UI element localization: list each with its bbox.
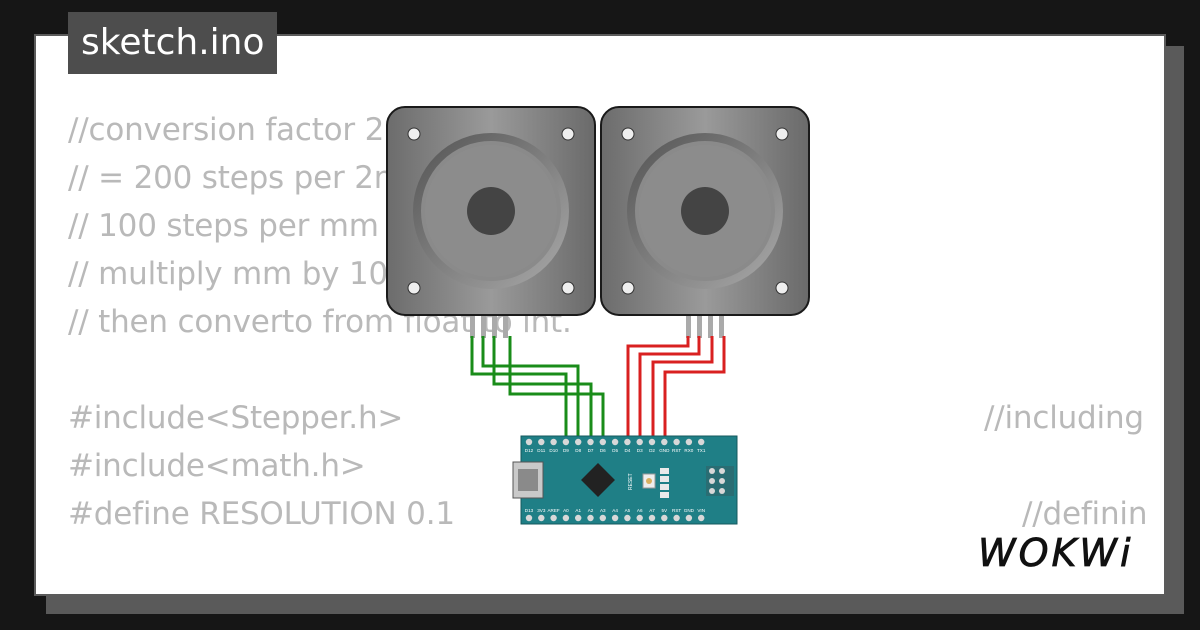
pin-a3[interactable] [599, 514, 606, 522]
pin-d4[interactable] [624, 438, 631, 446]
pin-aref[interactable] [550, 514, 557, 522]
pin-label: D8 [575, 448, 581, 453]
pin-label: 5V [661, 508, 668, 513]
pin-d7[interactable] [587, 438, 594, 446]
pin-d9[interactable] [562, 438, 570, 446]
pin-tx1[interactable] [698, 438, 705, 446]
pin-label: D6 [600, 448, 606, 453]
code-line: // then converto from float to int. [68, 298, 1164, 346]
pin-label: GND [659, 448, 670, 453]
file-tab-label: sketch.ino [81, 22, 265, 63]
code-line-text: #include<Stepper.h> [68, 400, 404, 436]
pin-label: A3 [600, 508, 606, 513]
pin-label: A4 [612, 508, 618, 513]
pin-a7[interactable] [648, 514, 656, 522]
code-line-text: #define RESOLUTION 0.1 [68, 496, 455, 532]
pin-label: D3 [637, 448, 643, 453]
pin-label: TX1 [697, 448, 706, 453]
pin-a4[interactable] [611, 514, 619, 522]
pin-d13[interactable] [525, 514, 533, 522]
pin-label: D5 [612, 448, 618, 453]
bottom-header-pins [525, 514, 705, 522]
code-line-comment: //definin [1022, 496, 1148, 532]
pin-3v3[interactable] [538, 514, 545, 522]
pin-d8[interactable] [575, 438, 582, 446]
code-line: // = 200 steps per 2m [68, 154, 1164, 202]
code-line-text: #include<math.h> [68, 448, 366, 484]
code-line: #define RESOLUTION 0.1 //definin [68, 490, 1164, 538]
pin-d5[interactable] [611, 438, 619, 446]
red-wires [626, 336, 726, 440]
pin-label: A6 [637, 508, 643, 513]
pin-d2[interactable] [648, 438, 656, 446]
code-editor: //conversion factor 20 // = 200 steps per… [68, 106, 1164, 594]
code-line-text: //conversion factor 20 [68, 112, 404, 148]
pin-label: A2 [588, 508, 594, 513]
pin-d12[interactable] [525, 438, 533, 446]
pin-label: D10 [549, 448, 558, 453]
code-line: #include<Stepper.h> //including [68, 394, 1164, 442]
code-line: #define LINE 21 //defini [68, 586, 1164, 594]
stepper-motor-2[interactable] [600, 106, 810, 338]
pin-label: VIN [697, 508, 705, 513]
pin-label: A1 [575, 508, 581, 513]
code-line: // 100 steps per mm [68, 202, 1164, 250]
pin-gnd[interactable] [685, 514, 693, 522]
code-line-text: // = 200 steps per 2m [68, 160, 404, 196]
pin-rst[interactable] [673, 514, 680, 522]
pin-rx0[interactable] [685, 438, 693, 446]
pin-d3[interactable] [636, 438, 643, 446]
pin-d6[interactable] [599, 438, 606, 446]
pin-gnd[interactable] [661, 438, 668, 446]
pin-label: D12 [525, 448, 534, 453]
pin-a2[interactable] [587, 514, 594, 522]
pin-label: A0 [563, 508, 569, 513]
pin-label: D11 [537, 448, 546, 453]
pin-label: D7 [588, 448, 594, 453]
pin-vin[interactable] [698, 514, 705, 522]
pin-d10[interactable] [550, 438, 557, 446]
stepper-motor-1[interactable] [386, 106, 596, 338]
code-line: #include<math.h> [68, 442, 1164, 490]
code-line-text: #define LINE 21 [68, 592, 317, 594]
pin-a6[interactable] [636, 514, 643, 522]
pin-a0[interactable] [562, 514, 570, 522]
top-header-pins [525, 438, 705, 446]
pin-5v[interactable] [661, 514, 668, 522]
pin-label: A5 [625, 508, 631, 513]
pin-label: 3V3 [537, 508, 546, 513]
code-line-comment: //including [984, 400, 1144, 436]
pin-a5[interactable] [624, 514, 631, 522]
green-wires [470, 336, 605, 440]
file-tab[interactable]: sketch.ino [68, 12, 278, 74]
pin-label: RST [672, 508, 681, 513]
code-line: //conversion factor 20 [68, 106, 1164, 154]
pin-label: D2 [649, 448, 655, 453]
pin-label: GND [684, 508, 695, 513]
status-leds [660, 468, 669, 498]
code-line-comment: //defini [948, 586, 1054, 594]
pin-label: A7 [649, 508, 655, 513]
pin-a1[interactable] [575, 514, 582, 522]
code-line-text: // 100 steps per mm [68, 208, 379, 244]
pin-label: D4 [624, 448, 630, 453]
pin-label: RX0 [684, 448, 693, 453]
pin-label: RST [672, 448, 681, 453]
icsp-header [706, 466, 734, 496]
code-line-text: // then converto from float to int. [68, 304, 572, 340]
mcu-chip [581, 463, 615, 497]
pin-rst[interactable] [673, 438, 680, 446]
pin-label: AREF [547, 508, 559, 513]
wokwi-logo: WOKWi [978, 531, 1134, 576]
svg-text:WOKWi: WOKWi [978, 531, 1134, 575]
pin-label: D9 [563, 448, 569, 453]
reset-label: RESET [628, 473, 634, 490]
pin-label: D13 [525, 508, 534, 513]
pin-d11[interactable] [538, 438, 545, 446]
